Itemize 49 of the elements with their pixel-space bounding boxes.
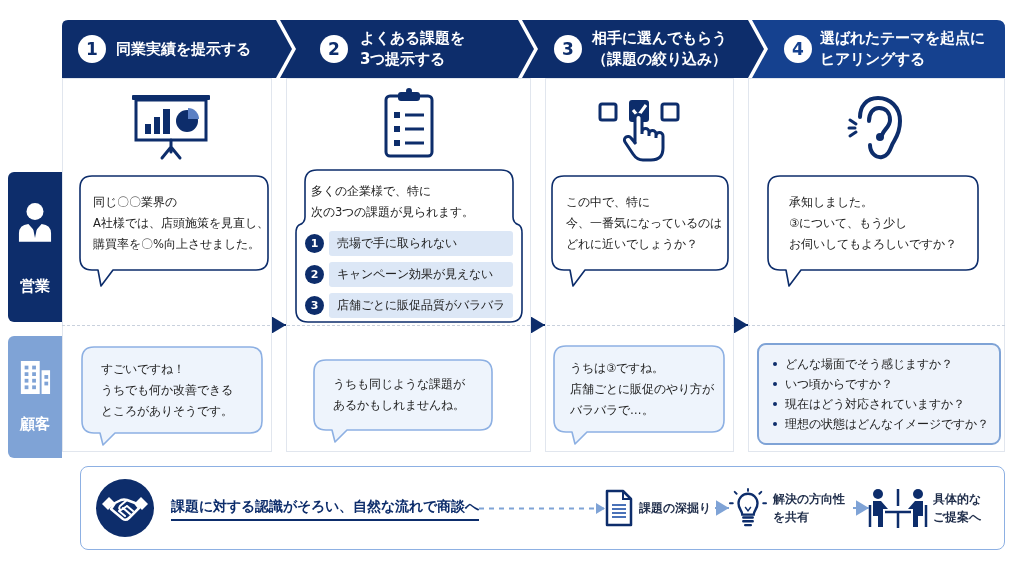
bubble-text: 承知しました。③について、もう少しお伺いしてもよろしいですか？ <box>789 194 957 253</box>
speech-bubble <box>81 346 263 446</box>
flow-step-text: 課題の深掘り <box>639 500 711 517</box>
lane-title: 顧客 <box>20 414 50 434</box>
bubble-text: うちも同じような課題があるかもしれませんね。 <box>333 376 465 414</box>
column-panel <box>62 78 272 452</box>
speech-bubble <box>295 169 523 323</box>
arrow <box>271 316 287 334</box>
issue-item: キャンペーン効果が見えない <box>329 262 513 287</box>
arrow <box>714 500 730 516</box>
bubble-text: 多くの企業様で、特に次の3つの課題が見られます。 <box>311 183 475 221</box>
step-title: 相手に選んでもらう（課題の絞り込み） <box>592 28 727 70</box>
column-panel <box>748 78 1005 452</box>
lane-title: 営業 <box>20 276 50 296</box>
speech-bubble <box>313 359 493 443</box>
summary-text: 課題に対する認識がそろい、自然な流れで商談へ <box>171 496 479 521</box>
column-panel <box>286 78 531 452</box>
issue-item: 店舗ごとに販促品質がバラバラ <box>329 293 513 318</box>
question-box <box>757 343 1001 445</box>
question-text: 理想の状態はどんなイメージですか？ <box>785 416 989 433</box>
flow-step-text: 解決の方向性を共有 <box>773 491 845 526</box>
step-title: 同業実績を提示する <box>116 38 251 60</box>
question-text: いつ頃からですか？ <box>785 376 893 393</box>
lane-band <box>8 336 62 458</box>
summary-panel <box>80 466 1005 550</box>
lane-band <box>8 172 62 322</box>
step-header <box>62 20 292 78</box>
arrow <box>733 316 749 334</box>
issue-item: 売場で手に取られない <box>329 231 513 256</box>
step-title: 選ばれたテーマを起点にヒアリングする <box>820 28 985 70</box>
bubble-text: うちは③ですね。店舗ごとに販促のやり方がバラバラで…。 <box>570 360 714 419</box>
speech-bubble <box>553 345 725 445</box>
step-header <box>522 20 764 78</box>
bubble-text: すごいですね！うちでも何か改善できるところがありそうです。 <box>101 361 233 420</box>
arrow <box>852 500 870 516</box>
speech-bubble <box>79 175 269 287</box>
speech-bubble <box>551 175 729 287</box>
step-title: よくある課題を3つ提示する <box>360 28 465 70</box>
question-text: 現在はどう対応されていますか？ <box>785 396 965 413</box>
speech-bubble <box>767 175 979 287</box>
step-header <box>280 20 534 78</box>
question-text: どんな場面でそう感じますか？ <box>785 356 953 373</box>
bubble-text: 同じ〇〇業界のA社様では、店頭施策を見直し、購買率を〇%向上させました。 <box>93 194 269 253</box>
step-header <box>752 20 1005 78</box>
dashed-arrow <box>478 503 606 514</box>
column-panel <box>545 78 734 452</box>
arrow <box>530 316 546 334</box>
bubble-text: この中で、特に今、一番気になっているのはどれに近いでしょうか？ <box>566 194 722 253</box>
flow-step-text: 具体的なご提案へ <box>933 491 981 526</box>
